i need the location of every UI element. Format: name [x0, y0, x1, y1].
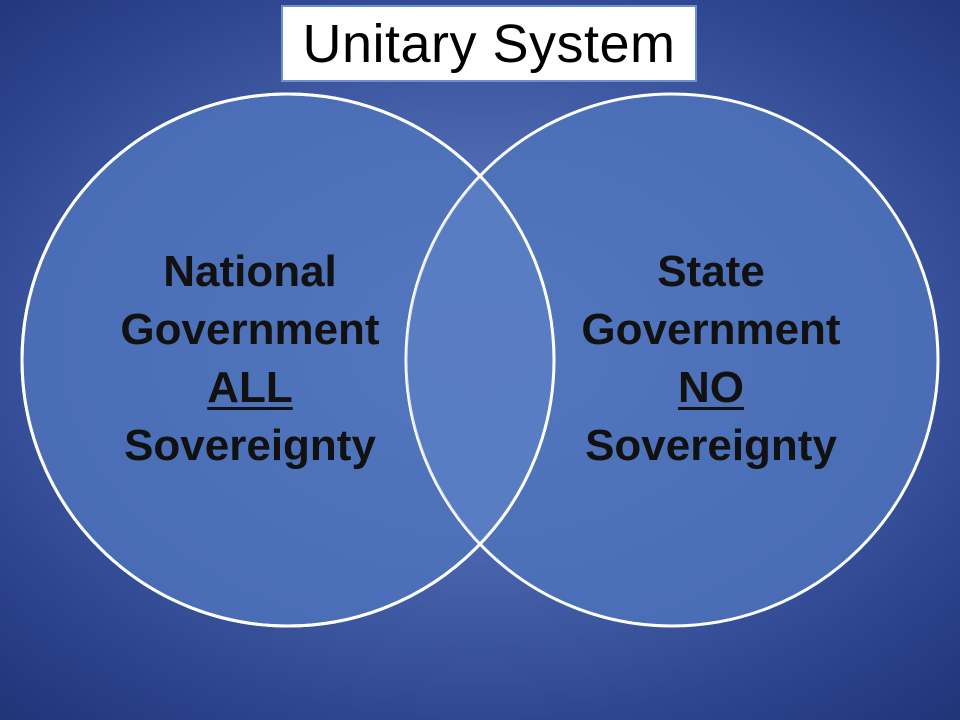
label-right-line2: Government	[581, 305, 841, 354]
label-left-line3: ALL	[207, 363, 293, 412]
intersection	[406, 176, 554, 544]
label-left-line4: Sovereignty	[124, 421, 376, 470]
label-right-line1: State	[657, 247, 765, 296]
label-national-government: National Government ALL Sovereignty	[80, 243, 420, 475]
circle-state	[404, 92, 940, 628]
label-right-line3: NO	[678, 363, 744, 412]
circle-national-outline	[20, 92, 556, 628]
label-right-line4: Sovereignty	[585, 421, 837, 470]
slide-title: Unitary System	[302, 13, 676, 74]
label-left-line1: National	[163, 247, 337, 296]
label-left-line2: Government	[120, 305, 380, 354]
label-state-government: State Government NO Sovereignty	[541, 243, 881, 475]
title-box: Unitary System	[281, 5, 697, 82]
